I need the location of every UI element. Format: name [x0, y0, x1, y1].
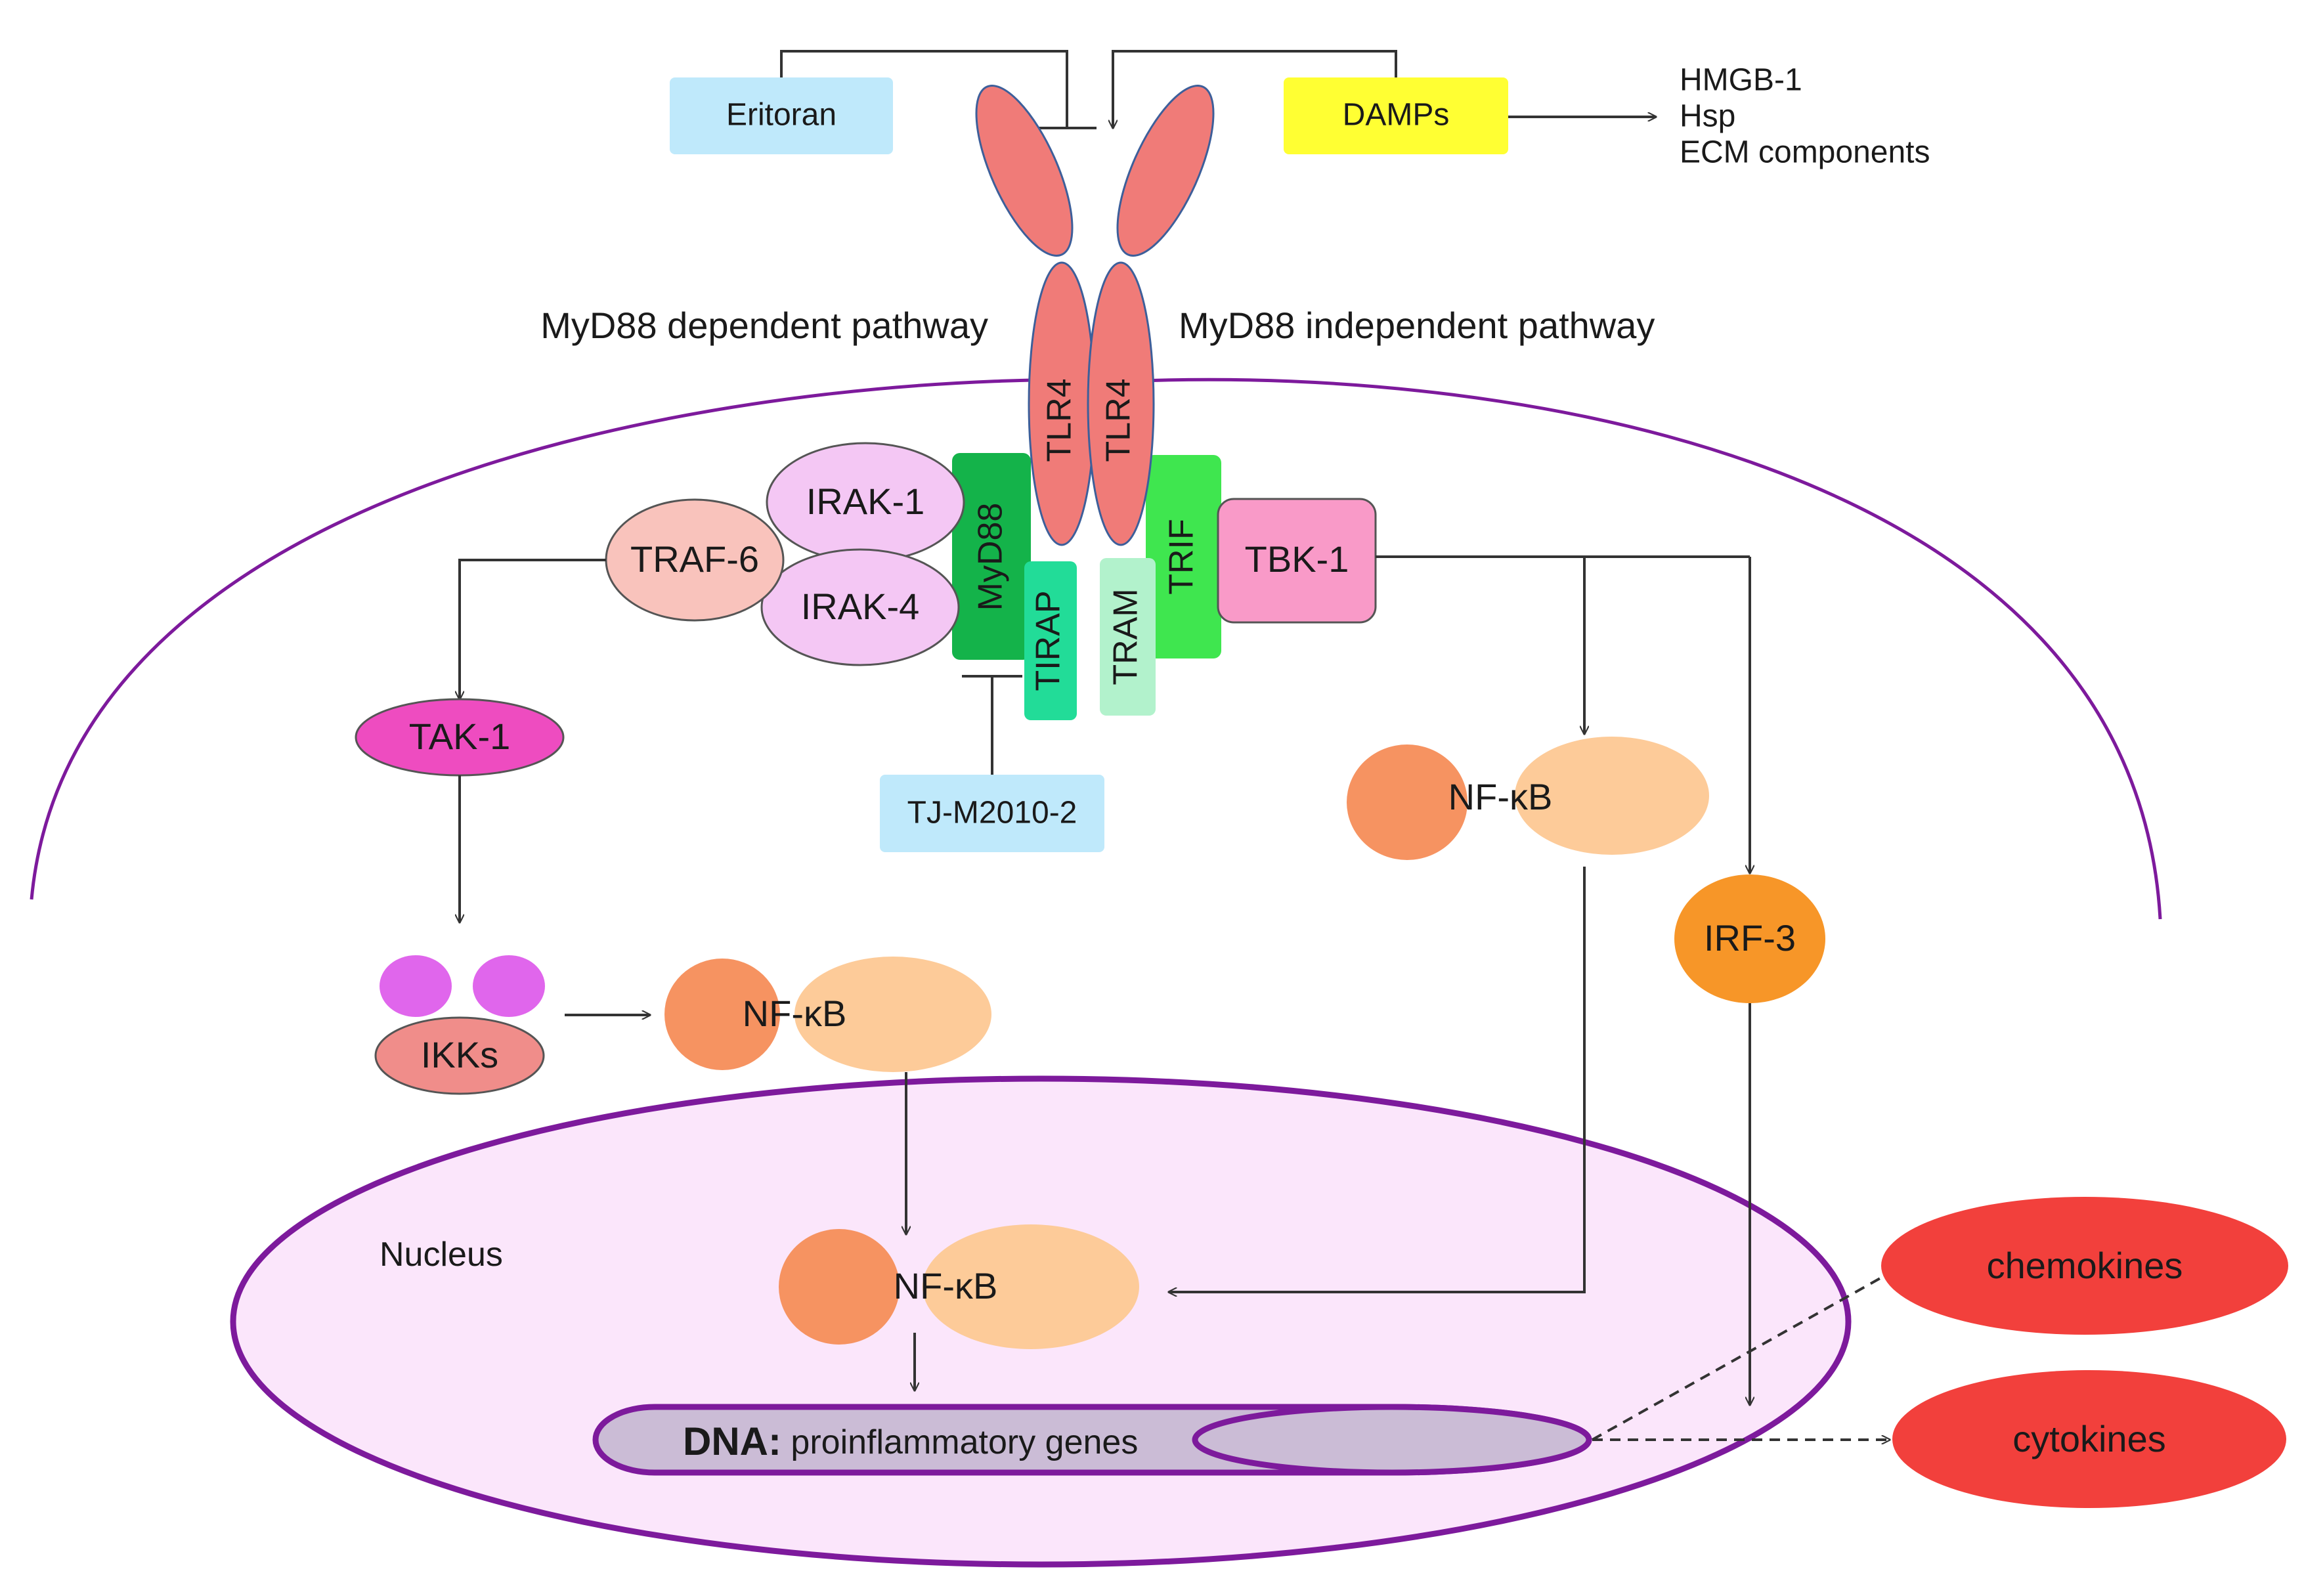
ikks-label: IKKs: [421, 1034, 498, 1075]
tlr4-ectodomain-left: [975, 84, 1074, 257]
irf3-node: [1674, 874, 1825, 1003]
damps-activate-arrow: [1113, 50, 1397, 128]
dna-label: DNA: proinflammatory genes: [683, 1419, 1138, 1463]
myd88-label: MyD88: [972, 503, 1010, 611]
nfkb-nucleus-subunit-small: [779, 1229, 900, 1345]
myd88-independent-label: MyD88 independent pathway: [1179, 305, 1655, 346]
traf6-label: TRAF-6: [630, 538, 759, 580]
eritoran-label: Eritoran: [726, 98, 837, 133]
irak4-label: IRAK-4: [801, 586, 920, 627]
damps-list-item: ECM components: [1680, 135, 1930, 170]
eritoran-inhibit-line: [780, 50, 1068, 128]
damps-label: DAMPs: [1343, 98, 1450, 133]
nfkb-left-subunit-small: [664, 959, 780, 1070]
tj-m2010-2-label: TJ-M2010-2: [907, 796, 1077, 830]
nfkb-nucleus-subunit-large: [923, 1224, 1139, 1349]
irf3-label: IRF-3: [1704, 917, 1796, 959]
nfkb-right-subunit-small: [1347, 744, 1467, 860]
damps-list-item: Hsp: [1680, 99, 1735, 134]
nfkb-left-label: NF-κB: [743, 993, 847, 1034]
chemokines-node: [1881, 1197, 2288, 1335]
nfkb-right-to-nucleus-arrow: [1169, 867, 1586, 1292]
cytokines-node: [1892, 1370, 2286, 1508]
trif-adaptor: [1146, 455, 1221, 658]
ikk-subunit-left: [380, 955, 452, 1017]
dna-to-chemokines-arrow: [1592, 1270, 1894, 1441]
eritoran-box: [670, 77, 893, 154]
myd88-adaptor: [952, 453, 1031, 660]
dna-label-bold: DNA:: [683, 1419, 781, 1463]
tlr4-label-left: TLR4: [1041, 378, 1079, 462]
nfkb-left-subunit-large: [794, 957, 991, 1072]
ikks-node: [374, 1016, 545, 1095]
nfkb-nucleus-label: NF-κB: [894, 1265, 998, 1306]
irak4-node: [760, 548, 960, 666]
dna-cylinder-end: [1192, 1404, 1592, 1476]
tlr4-ectodomain-right: [1116, 84, 1215, 257]
nfkb-right-subunit-large: [1515, 737, 1709, 855]
tlr4-domain-right: [1087, 261, 1155, 546]
irak1-label: IRAK-1: [806, 481, 925, 522]
tj-m2010-2-box: [880, 775, 1104, 852]
tirap-label: TIRAP: [1030, 590, 1068, 691]
tbk1-box: [1217, 498, 1377, 624]
tlr4-label-right: TLR4: [1100, 378, 1138, 462]
tram-adaptor: [1100, 558, 1156, 716]
tirap-adaptor: [1024, 561, 1077, 720]
chemokines-label: chemokines: [1987, 1245, 2183, 1286]
nfkb-right-label: NF-κB: [1448, 776, 1553, 817]
tak1-label: TAK-1: [409, 716, 511, 757]
tram-label: TRAM: [1107, 588, 1145, 685]
tbk1-label: TBK-1: [1245, 538, 1349, 580]
ikk-subunit-right: [473, 955, 545, 1017]
traf6-to-tak1-arrow: [460, 559, 606, 699]
damps-box: [1284, 77, 1508, 154]
damps-list-item: HMGB-1: [1680, 63, 1802, 98]
cytokines-label: cytokines: [2012, 1418, 2165, 1459]
trif-label: TRIF: [1163, 519, 1201, 595]
dna-label-rest: proinflammatory genes: [781, 1423, 1138, 1461]
nucleus-label: Nucleus: [380, 1236, 503, 1274]
myd88-dependent-label: MyD88 dependent pathway: [540, 305, 988, 346]
